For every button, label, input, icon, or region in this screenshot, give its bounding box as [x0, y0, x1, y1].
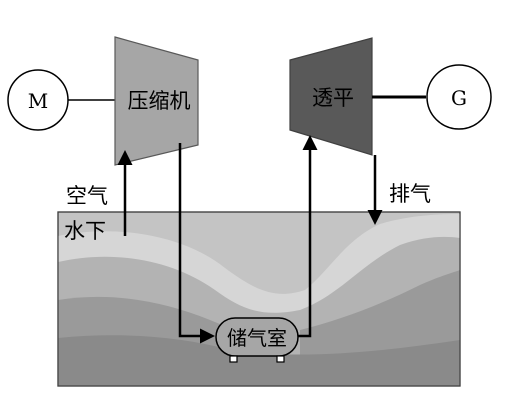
water-layer-bottom: [58, 335, 460, 386]
turbine: 透平: [289, 37, 373, 156]
generator-label: G: [451, 86, 467, 110]
underwater-label: 水下: [64, 219, 106, 243]
storage-label: 储气室: [227, 326, 287, 350]
compressor-label: 压缩机: [128, 89, 191, 113]
air-label: 空气: [66, 184, 108, 208]
motor: M: [7, 69, 69, 131]
turbine-label: 透平: [312, 86, 354, 110]
storage-to-turbine-line: [298, 135, 318, 338]
motor-label: M: [28, 89, 48, 113]
compressor-to-storage-line: [178, 143, 215, 344]
generator: G: [426, 64, 492, 130]
exhaust-label: 排气: [389, 182, 431, 206]
compressor: 压缩机: [114, 36, 199, 166]
underwater-region: [57, 211, 461, 387]
storage-chamber: 储气室: [215, 317, 299, 363]
